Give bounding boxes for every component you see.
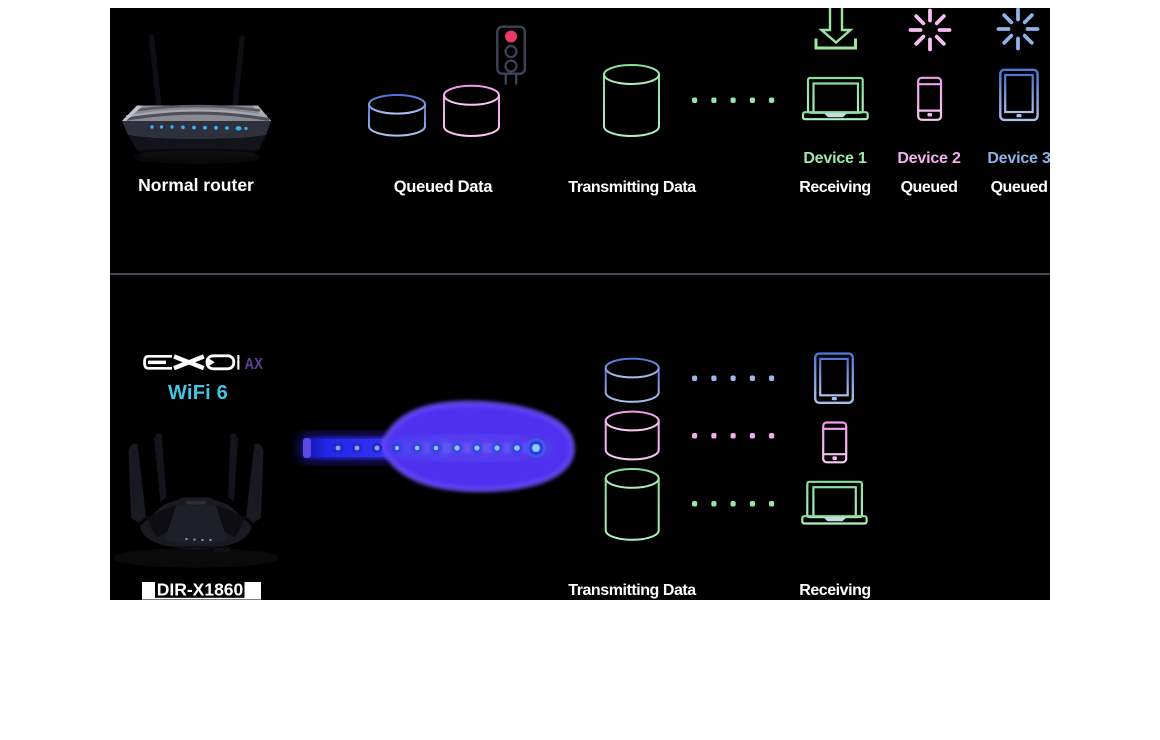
svg-text:Transmitting Data: Transmitting Data: [568, 179, 696, 196]
svg-text:DIR-X1860: DIR-X1860: [157, 580, 244, 600]
svg-text:AX: AX: [245, 356, 264, 373]
svg-text:Normal router: Normal router: [138, 175, 254, 195]
svg-text:Device 3: Device 3: [987, 150, 1050, 167]
svg-text:Transmitting Data: Transmitting Data: [568, 582, 696, 599]
svg-text:Device 1: Device 1: [803, 150, 867, 167]
svg-text:Receiving: Receiving: [799, 179, 871, 196]
svg-text:Queued: Queued: [901, 179, 958, 196]
svg-text:Queued: Queued: [991, 179, 1048, 196]
svg-text:Receiving: Receiving: [799, 582, 871, 599]
svg-text:Queued Data: Queued Data: [394, 178, 494, 196]
svg-text:Device 2: Device 2: [897, 150, 961, 167]
svg-text:WiFi 6: WiFi 6: [168, 382, 228, 404]
